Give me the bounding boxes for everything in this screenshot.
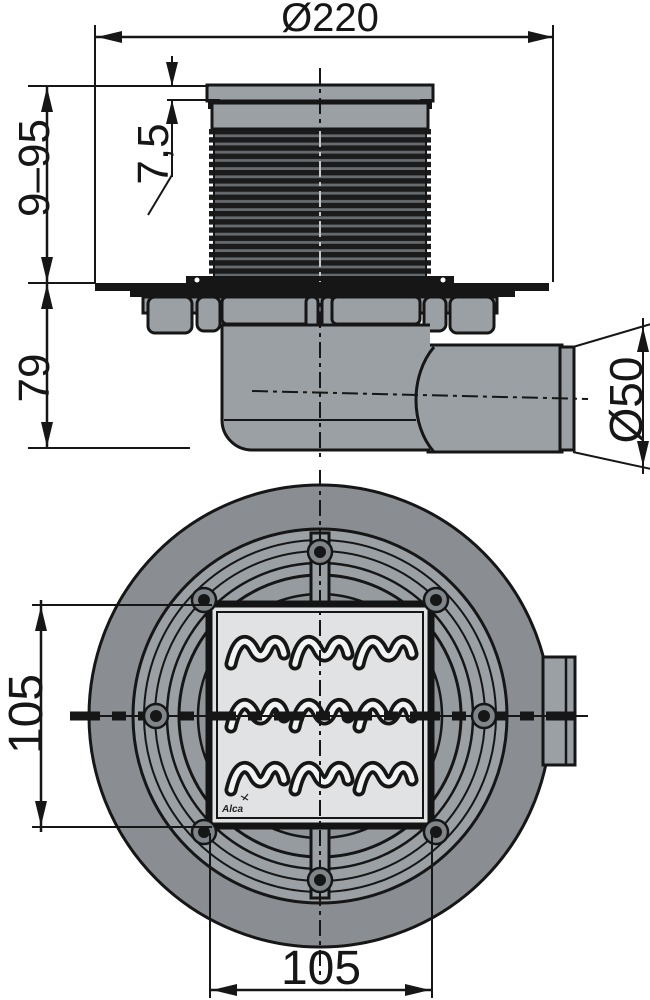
arrowhead xyxy=(41,422,53,447)
logo-wing-icon xyxy=(240,793,249,801)
arrowhead xyxy=(41,257,53,282)
dim-body-height: 79 xyxy=(10,282,190,449)
lug xyxy=(422,295,448,333)
dim-riser-height-range: 9–95 xyxy=(10,86,59,283)
grate-screws xyxy=(142,538,498,894)
dim-grate-length: 105 xyxy=(0,600,212,832)
dim-riser-height-range-label: 9–95 xyxy=(10,119,59,217)
thread-teeth-right xyxy=(426,129,431,283)
arrowhead xyxy=(528,31,553,43)
lug xyxy=(330,295,422,326)
dim-outlet-diameter-label: Ø50 xyxy=(600,357,650,444)
trap-outlet-boundary xyxy=(414,346,436,453)
outlet-axis-line xyxy=(251,390,589,400)
screw xyxy=(190,818,218,846)
screw xyxy=(306,538,334,566)
dim-grate-edge-height-label: 7,5 xyxy=(129,123,178,184)
trap-body-outline xyxy=(220,323,430,452)
flange-plate xyxy=(95,283,549,291)
arrowhead xyxy=(166,62,178,86)
lug xyxy=(195,295,222,333)
dim-grate-width: 105 xyxy=(209,833,433,998)
arrowhead xyxy=(97,31,122,43)
arrowhead xyxy=(212,984,237,996)
flange-plate-lower xyxy=(130,291,515,297)
screw xyxy=(470,702,498,730)
arrowhead xyxy=(637,441,649,466)
thread-teeth-left xyxy=(209,129,214,283)
dim-grate-width-label: 105 xyxy=(281,942,361,995)
arrowhead xyxy=(405,984,430,996)
side-view: Ø220 7,5 9–95 79 xyxy=(10,0,650,474)
dim-grate-edge-height: 7,5 xyxy=(28,56,211,216)
lug xyxy=(448,295,496,335)
trap-and-outlet xyxy=(220,323,576,454)
dim-body-height-label: 79 xyxy=(10,354,59,403)
extension-line xyxy=(572,451,650,470)
screw xyxy=(422,818,450,846)
outlet-pipe xyxy=(426,343,564,454)
leader-line xyxy=(147,174,173,216)
clamp-ring xyxy=(186,276,454,284)
dim-grate-length-label: 105 xyxy=(0,674,53,754)
dim-outlet-diameter: Ø50 xyxy=(572,318,650,474)
clamp-screw-left xyxy=(194,277,200,283)
arrowhead xyxy=(35,606,47,631)
dim-flange-diameter-label: Ø220 xyxy=(281,0,379,40)
clamp-screw-right xyxy=(440,277,446,283)
extension-line xyxy=(572,323,650,348)
screw xyxy=(142,702,170,730)
lug xyxy=(146,295,194,335)
lug xyxy=(220,295,312,326)
plan-view: Alca 105 xyxy=(0,470,588,998)
arrowhead xyxy=(166,100,178,124)
brand-logo: Alca xyxy=(221,804,244,815)
screw xyxy=(190,586,218,614)
screw xyxy=(306,866,334,894)
dim-flange-diameter: Ø220 xyxy=(94,0,554,283)
screw xyxy=(422,586,450,614)
arrowhead xyxy=(637,327,649,352)
outlet-tab xyxy=(541,655,577,767)
arrowhead xyxy=(41,87,53,112)
arrowhead xyxy=(35,801,47,826)
trap-body xyxy=(222,325,430,450)
arrowhead xyxy=(41,284,53,309)
